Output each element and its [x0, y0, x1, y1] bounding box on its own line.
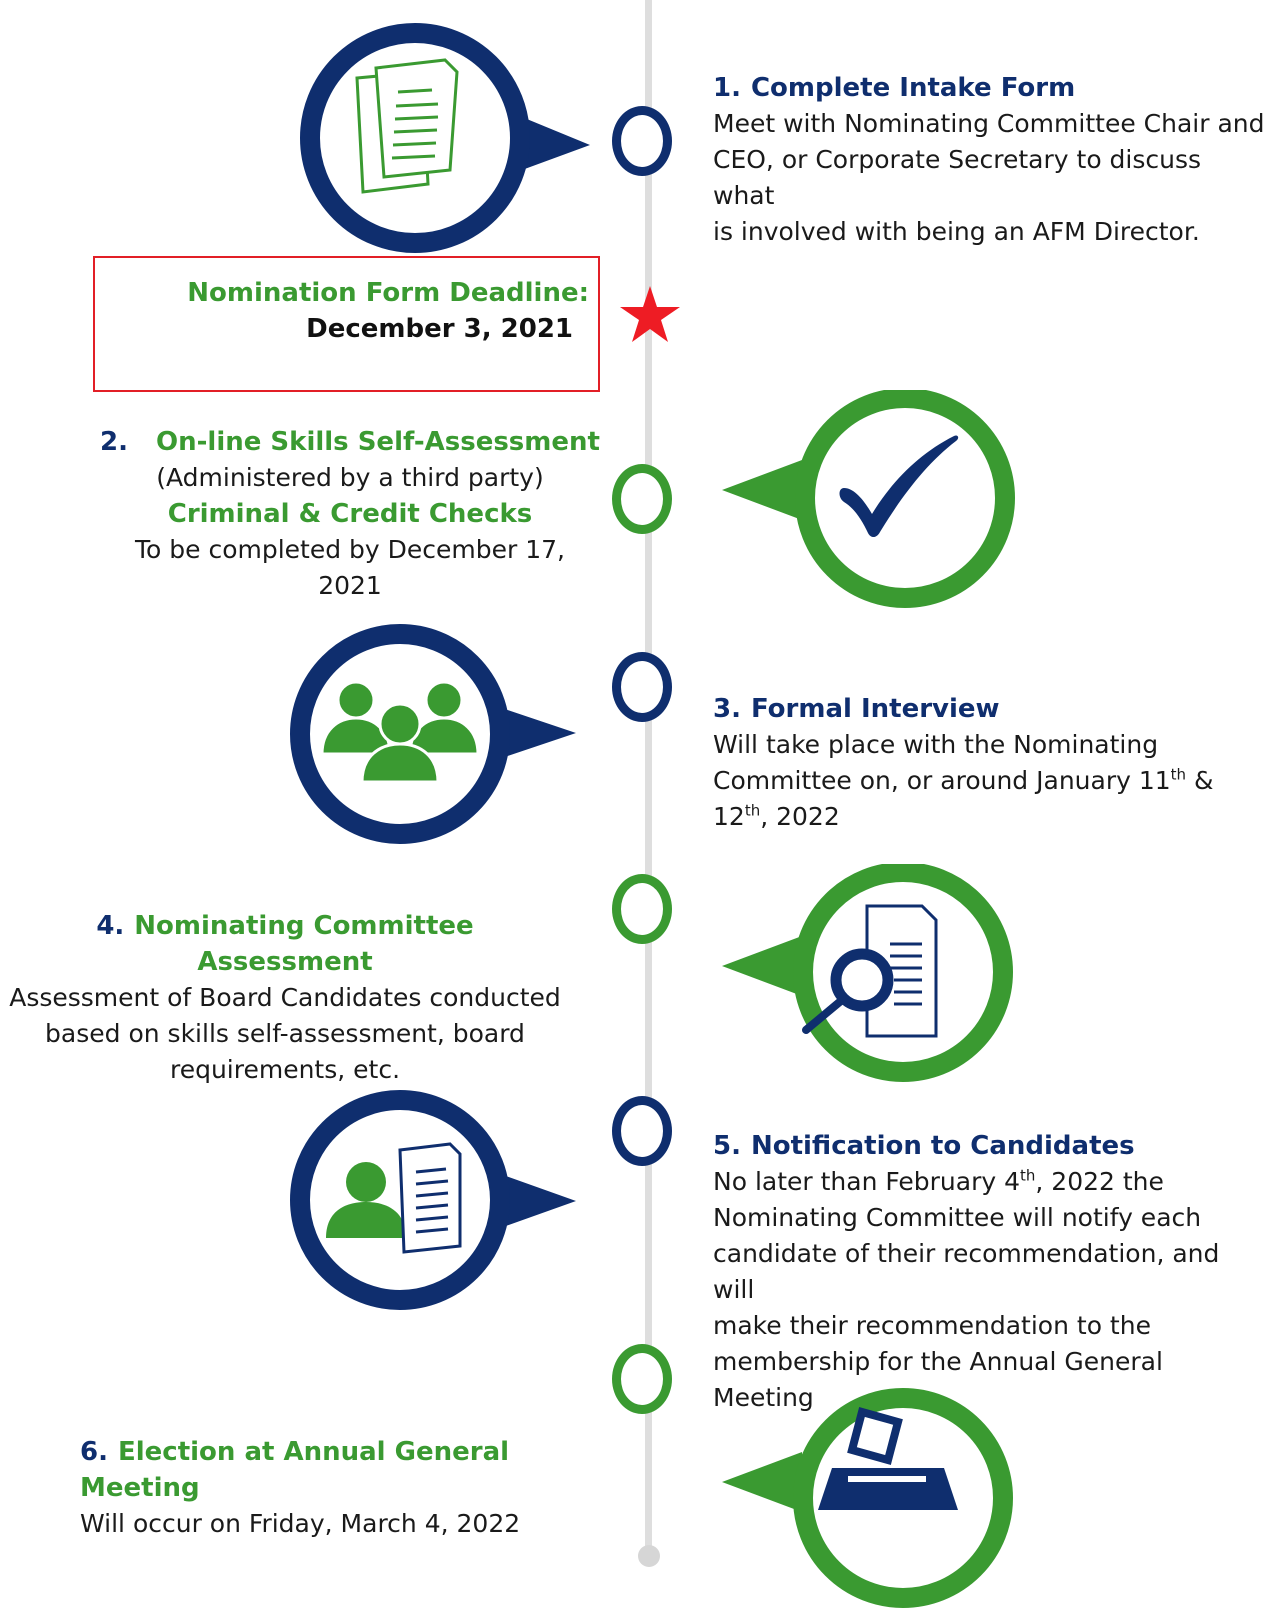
- step-number: 4.: [96, 911, 125, 941]
- person-document-icon: [326, 1142, 462, 1254]
- step-3-bubble: [290, 624, 576, 844]
- step-5-line: Meeting: [713, 1383, 814, 1412]
- checkmark-icon: [839, 435, 959, 538]
- timeline-end-dot: [638, 1545, 660, 1567]
- superscript: th: [1170, 765, 1187, 784]
- text-run: No later than February 4: [713, 1167, 1021, 1196]
- step-2-subtitle: (Administered by a third party): [156, 463, 544, 492]
- ballot-box-icon: [818, 1407, 958, 1510]
- step-5-line: candidate of their recommendation, and w…: [713, 1239, 1220, 1304]
- step-title-label: Nominating Committee Assessment: [134, 911, 474, 977]
- step-5-text: 5. Notification to Candidates No later th…: [713, 1128, 1266, 1416]
- deadline-label: Nomination Form Deadline:: [187, 278, 589, 308]
- step-number: 2.: [100, 427, 128, 457]
- step-title-label: Complete Intake Form: [750, 73, 1076, 103]
- step-title-label: Notification to Candidates: [750, 1131, 1135, 1161]
- step-title-label: On-line Skills Self-Assessment: [156, 427, 600, 457]
- step-4-line: Assessment of Board Candidates conducted: [9, 983, 561, 1012]
- superscript: th: [744, 801, 761, 820]
- deadline-date: December 3, 2021: [306, 314, 573, 344]
- step-4-bubble: [722, 864, 1013, 1082]
- step-1-node: [612, 106, 672, 176]
- step-2-title: 2. On-line Skills Self-Assessment: [100, 424, 600, 460]
- step-number: 5.: [713, 1131, 741, 1161]
- step-number: 3.: [713, 694, 741, 724]
- step-4-node: [612, 874, 672, 944]
- text-run: 12: [713, 802, 745, 831]
- step-2-note: To be completed by December 17, 2021: [134, 535, 565, 600]
- step-3-line: Will take place with the Nominating: [713, 730, 1159, 759]
- group-people-icon: [320, 680, 480, 784]
- step-1-text: 1. Complete Intake Form Meet with Nominat…: [713, 70, 1266, 250]
- step-number: 6.: [80, 1437, 108, 1467]
- step-title-label: Election at Annual General Meeting: [80, 1437, 510, 1503]
- superscript: th: [1020, 1166, 1036, 1185]
- step-6-title: 6.Election at Annual General Meeting: [80, 1434, 600, 1506]
- step-1-line: CEO, or Corporate Secretary to discuss w…: [713, 145, 1202, 210]
- text-run: , 2022 the: [1035, 1167, 1164, 1196]
- step-4-title: 4. Nominating Committee Assessment: [5, 908, 565, 980]
- documents-icon: [355, 58, 459, 194]
- text-run: Committee on, or around January 11: [713, 766, 1171, 795]
- step-5-line: membership for the Annual General: [713, 1347, 1163, 1376]
- step-5-node: [612, 1096, 672, 1166]
- step-6-bubble: [722, 1388, 1013, 1608]
- step-1-title: 1. Complete Intake Form: [713, 70, 1266, 106]
- step-5-title: 5. Notification to Candidates: [713, 1128, 1266, 1164]
- step-4-line: based on skills self-assessment, board: [45, 1019, 525, 1048]
- step-2-title2: Criminal & Credit Checks: [167, 499, 533, 529]
- step-1-line: is involved with being an AFM Director.: [713, 217, 1200, 246]
- timeline-line: [645, 0, 652, 1558]
- step-3-text: 3. Formal Interview Will take place with …: [713, 691, 1266, 835]
- step-4-line: requirements, etc.: [169, 1055, 401, 1084]
- step-3-node: [612, 652, 672, 722]
- step-2-text: 2. On-line Skills Self-Assessment (Admini…: [100, 424, 600, 604]
- step-number: 1.: [713, 73, 741, 103]
- deadline-box: [93, 256, 600, 392]
- step-2-node: [612, 464, 672, 534]
- document-search-icon: [802, 904, 938, 1038]
- step-6-note: Will occur on Friday, March 4, 2022: [80, 1509, 521, 1538]
- step-6-text: 6.Election at Annual General Meeting Wil…: [80, 1434, 600, 1542]
- step-3-title: 3. Formal Interview: [713, 691, 1266, 727]
- step-4-text: 4. Nominating Committee Assessment Assess…: [5, 908, 565, 1088]
- step-5-line: make their recommendation to the: [713, 1311, 1151, 1340]
- step-3-line: Committee on, or around January 11th &: [713, 763, 1266, 799]
- step-3-line: 12th, 2022: [713, 799, 1266, 835]
- step-6-node: [612, 1344, 672, 1414]
- step-1-line: Meet with Nominating Committee Chair and: [713, 109, 1265, 138]
- step-2-bubble: [722, 390, 1015, 608]
- star-icon: [620, 286, 680, 342]
- step-5-line: Nominating Committee will notify each: [713, 1203, 1202, 1232]
- step-title-label: Formal Interview: [750, 694, 1000, 724]
- text-run: &: [1186, 766, 1214, 795]
- step-1-bubble: [300, 23, 590, 253]
- text-run: , 2022: [760, 802, 840, 831]
- step-5-line: No later than February 4th, 2022 the: [713, 1164, 1266, 1200]
- step-5-bubble: [290, 1090, 576, 1310]
